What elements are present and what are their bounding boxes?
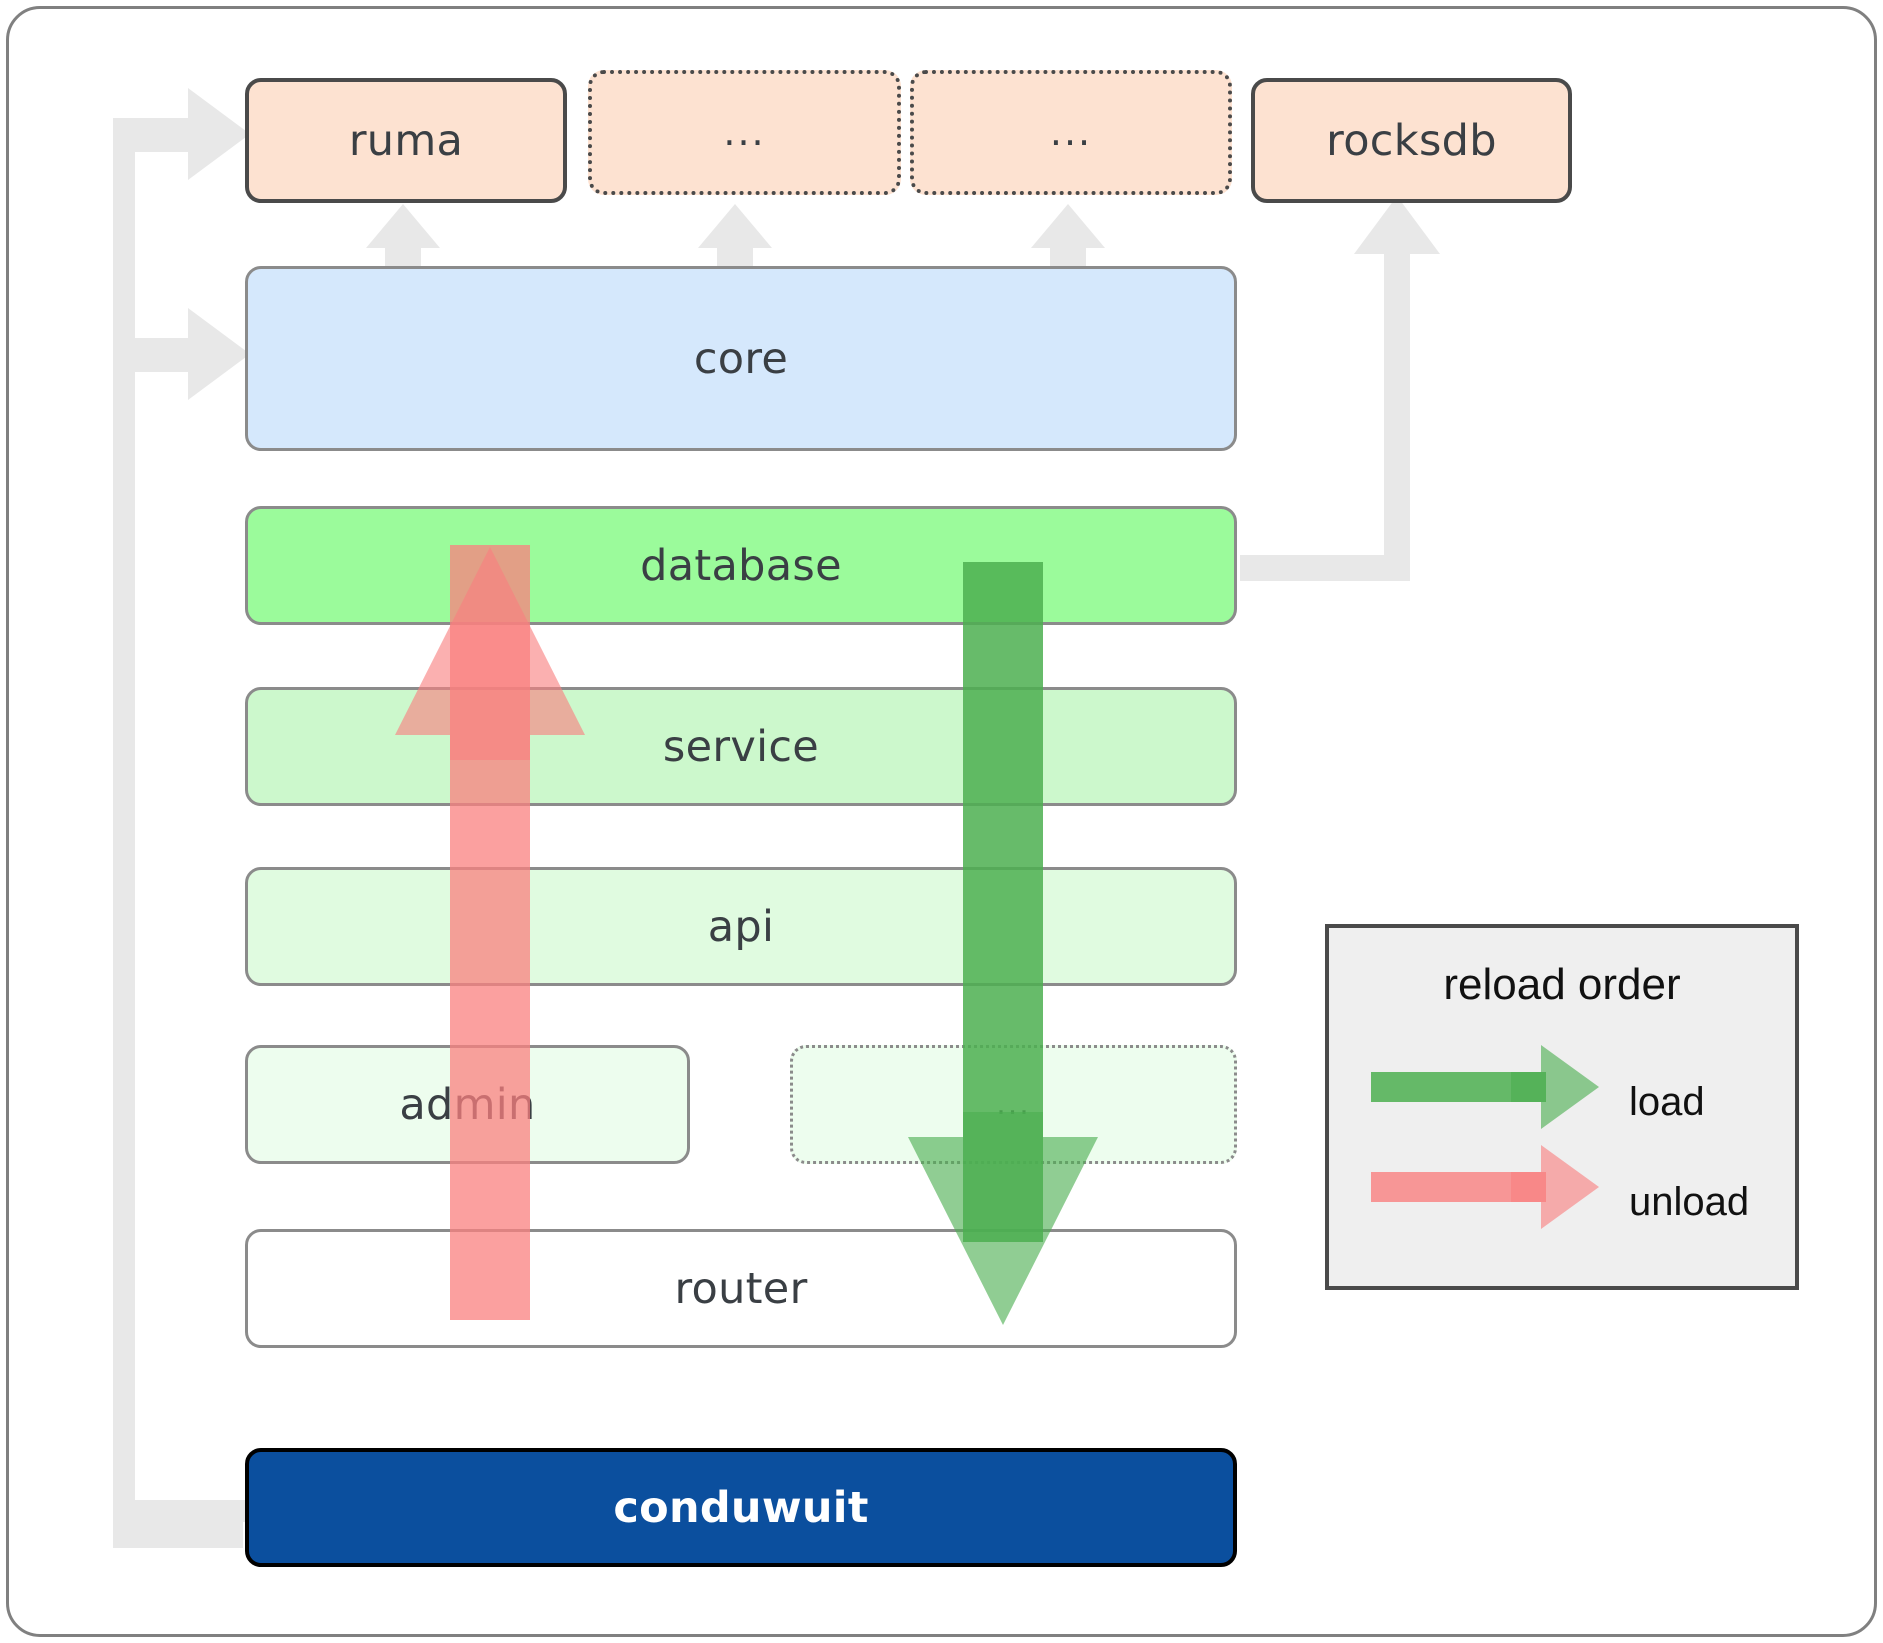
node-ellipsis-1-label: ... bbox=[723, 109, 766, 154]
node-core-label: core bbox=[693, 333, 789, 384]
diagram-frame bbox=[6, 6, 1877, 1637]
node-admin-label: admin bbox=[399, 1079, 536, 1130]
node-layer-ellipsis[interactable]: ... bbox=[790, 1045, 1237, 1164]
legend-title: reload order bbox=[1443, 960, 1681, 1009]
node-core[interactable]: core bbox=[245, 266, 1237, 451]
node-conduwuit-label: conduwuit bbox=[613, 1482, 869, 1533]
node-api[interactable]: api bbox=[245, 867, 1237, 986]
node-conduwuit[interactable]: conduwuit bbox=[245, 1448, 1237, 1567]
node-ruma-label: ruma bbox=[348, 115, 464, 166]
legend-arrow-swatches bbox=[1371, 1045, 1599, 1229]
node-ellipsis-2-label: ... bbox=[1049, 109, 1093, 154]
node-router[interactable]: router bbox=[245, 1229, 1237, 1348]
node-service[interactable]: service bbox=[245, 687, 1237, 806]
node-database[interactable]: database bbox=[245, 506, 1237, 625]
node-rocksdb[interactable]: rocksdb bbox=[1251, 78, 1572, 203]
node-rocksdb-label: rocksdb bbox=[1326, 115, 1497, 166]
legend-load-swatch bbox=[1371, 1045, 1599, 1129]
legend-unload-swatch bbox=[1371, 1145, 1599, 1229]
node-api-label: api bbox=[707, 901, 775, 952]
legend-label-unload: unload bbox=[1629, 1180, 1750, 1224]
node-ruma[interactable]: ruma bbox=[245, 78, 567, 203]
node-ellipsis-2[interactable]: ... bbox=[910, 70, 1232, 195]
node-service-label: service bbox=[662, 721, 820, 772]
node-layer-ellipsis-label: ... bbox=[996, 1086, 1031, 1122]
node-ellipsis-1[interactable]: ... bbox=[588, 70, 901, 195]
legend-label-load: load bbox=[1629, 1080, 1705, 1124]
node-database-label: database bbox=[640, 540, 842, 591]
node-admin[interactable]: admin bbox=[245, 1045, 690, 1164]
node-router-label: router bbox=[674, 1263, 808, 1314]
legend-panel: reload order load unload bbox=[1325, 924, 1799, 1290]
